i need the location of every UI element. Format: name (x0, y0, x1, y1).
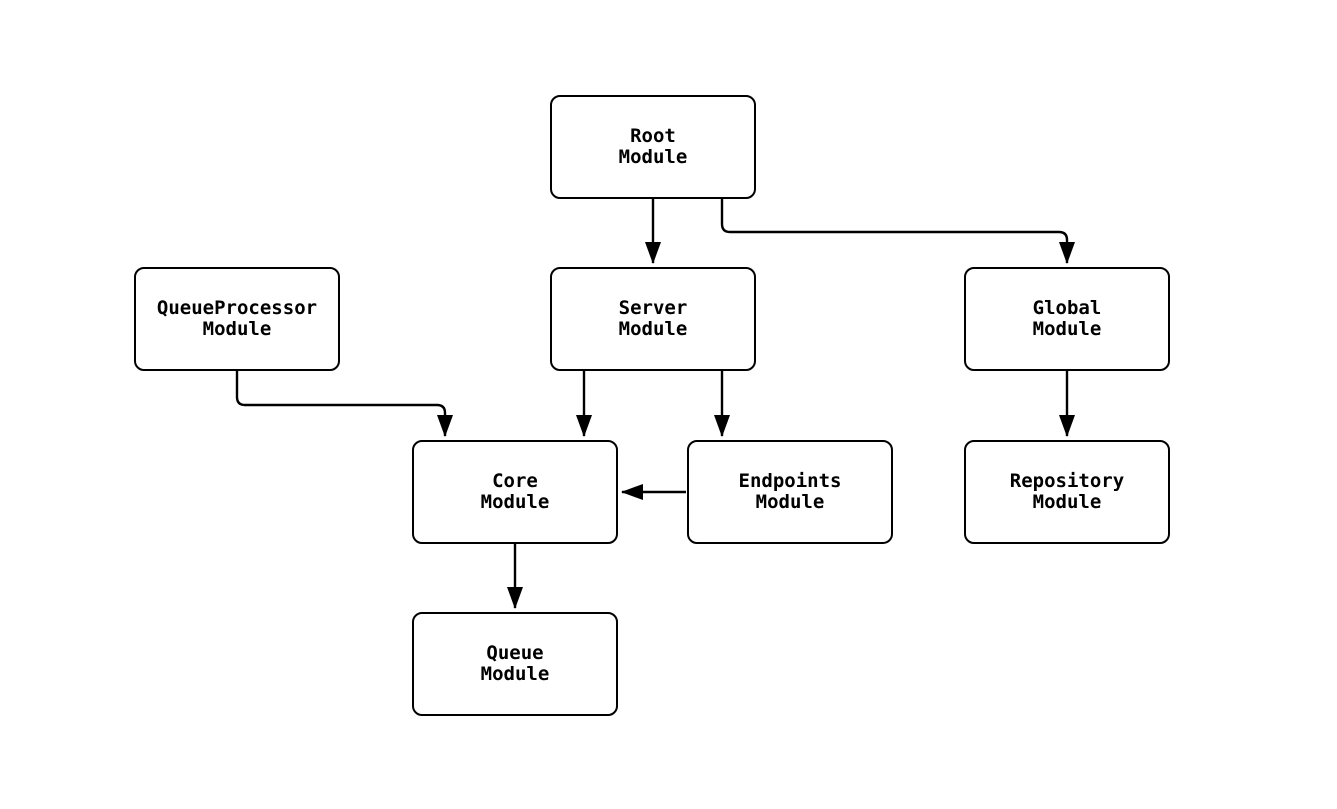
node-endpoints: Endpoints Module (687, 440, 893, 544)
edge-root-to-global (720, 199, 1075, 264)
node-global: Global Module (964, 267, 1170, 371)
node-queue: Queue Module (412, 612, 618, 716)
node-label: QueueProcessor Module (156, 297, 318, 340)
node-root: Root Module (550, 95, 756, 199)
node-label: Queue Module (480, 642, 550, 685)
node-server: Server Module (550, 267, 756, 371)
node-queueprocessor: QueueProcessor Module (134, 267, 340, 371)
node-label: Endpoints Module (738, 470, 842, 513)
edge-queueprocessor-to-core (235, 371, 453, 437)
node-repository: Repository Module (964, 440, 1170, 544)
node-label: Core Module (480, 470, 550, 513)
node-label: Global Module (1032, 297, 1102, 340)
node-label: Server Module (618, 297, 688, 340)
node-core: Core Module (412, 440, 618, 544)
node-label: Repository Module (1009, 470, 1125, 513)
node-label: Root Module (618, 125, 688, 168)
edge-group (235, 199, 1075, 609)
